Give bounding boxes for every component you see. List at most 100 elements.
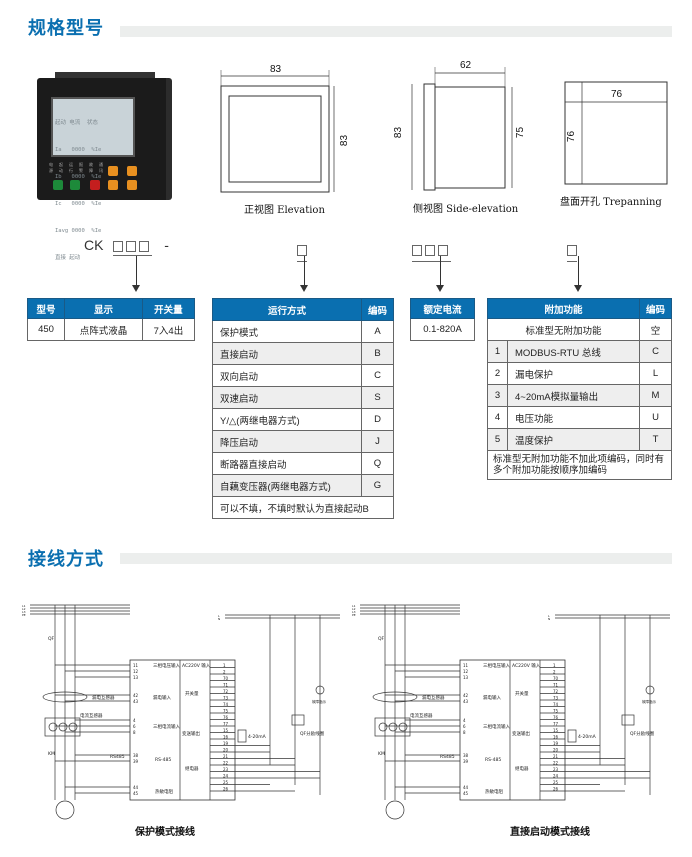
led-label: 电源 (49, 162, 53, 173)
terminal-label: 19 (553, 741, 559, 746)
right-arrow-button[interactable] (127, 166, 137, 176)
line-label: L3 (22, 610, 26, 614)
line-label: N (548, 617, 550, 621)
menu-button[interactable] (127, 180, 137, 190)
terminal-label: 26 (223, 787, 229, 792)
th: 显示 (64, 298, 143, 319)
ct-icon (44, 717, 81, 737)
terminal-label: 74 (553, 702, 559, 707)
th: 编码 (639, 298, 672, 319)
extra-code: M (639, 384, 672, 407)
voltage-input-label: 三相电压输入 (153, 662, 180, 669)
code-box-mode (297, 245, 307, 256)
terminal-label: 72 (553, 689, 559, 694)
ct-coil-icon (48, 722, 58, 732)
terminal-label: 13 (463, 675, 469, 680)
current-input-label: 三相电流输入 (483, 723, 510, 730)
ac-input-label: AC220V 输入 (182, 662, 211, 669)
stop-button[interactable] (90, 180, 100, 190)
terminal-label: 24 (553, 774, 559, 779)
start-button-2[interactable] (70, 180, 80, 190)
terminal-label: 38 (463, 753, 469, 758)
cell: 0.1-820A (410, 318, 475, 341)
extra-index: 5 (487, 428, 508, 451)
rs485-ext-label: RS485 (440, 754, 455, 760)
mode-name: Y/△(两继电器方式) (212, 408, 362, 431)
lcd-line: 起动 电流 状态 (55, 120, 98, 126)
terminal-label: 6 (133, 724, 136, 729)
terminal-label: 25 (553, 780, 559, 785)
wiring-caption-protection: 保护模式接线 (135, 827, 195, 838)
ct-label: 电流互感器 (410, 712, 433, 719)
terminal-label: 71 (553, 683, 559, 688)
terminal-label: 12 (133, 669, 139, 674)
ma-load-icon (237, 729, 247, 743)
terminal-label: 16 (553, 735, 559, 740)
relay-label: 继电器 (185, 765, 199, 772)
elevation-width: 83 (270, 64, 282, 75)
line-label: L1 (22, 604, 26, 608)
terminal-label: 15 (223, 728, 229, 733)
mode-note: 可以不填，不填时默认为直接起动B (212, 496, 394, 519)
controller-module (129, 659, 236, 801)
terminal-label: 21 (553, 754, 559, 759)
terminal-label: 16 (223, 735, 229, 740)
ct-coil-icon (378, 722, 388, 732)
arrow-model (132, 256, 140, 292)
lamp-icon (645, 685, 655, 695)
rs485-label: RS-485 (485, 757, 501, 763)
terminal-label: 76 (223, 715, 229, 720)
extra-code: U (639, 406, 672, 429)
terminal-label: 2 (553, 670, 556, 675)
elevation-height: 83 (339, 134, 351, 147)
terminal-label: 39 (133, 759, 139, 764)
mode-code: G (361, 474, 394, 497)
terminal-label: 4 (463, 718, 466, 723)
cell: 7入4出 (141, 318, 196, 341)
qf-label: QF (378, 636, 385, 642)
terminal-label: 12 (463, 669, 469, 674)
reset-button[interactable] (108, 180, 118, 190)
terminal-label: 15 (553, 728, 559, 733)
cell: 450 (26, 318, 66, 341)
leakage-ct-icon (372, 691, 418, 703)
terminal-label: 1 (553, 663, 556, 668)
th: 编码 (361, 298, 394, 321)
current-input-label: 三相电流输入 (153, 723, 180, 730)
terminal-label: 8 (463, 730, 466, 735)
line-label: L (548, 614, 550, 618)
analog-label: 变送输出 (512, 730, 530, 737)
controller-module (459, 659, 566, 801)
thermistor-label: 热敏电阻 (155, 788, 173, 795)
mode-name: 双速启动 (212, 386, 362, 409)
line-label: L2 (352, 607, 356, 611)
elevation-caption: 正视图 Elevation (244, 205, 325, 216)
section-divider (120, 26, 672, 37)
motor-icon (385, 800, 405, 820)
leak-ct-label: 漏电互感器 (92, 694, 115, 701)
ct-label: 电流互感器 (80, 712, 103, 719)
terminal-label: 20 (553, 748, 559, 753)
start-button-1[interactable] (53, 180, 63, 190)
terminal-label: 8 (133, 730, 136, 735)
terminal-label: 22 (553, 761, 559, 766)
led-label: 起动 (59, 162, 63, 173)
terminal-label: 11 (133, 663, 139, 668)
qf-label: QF (48, 636, 55, 642)
terminal-label: 77 (223, 722, 229, 727)
terminal-label: 26 (553, 787, 559, 792)
terminal-label: 23 (223, 767, 229, 772)
th: 型号 (26, 298, 66, 319)
cell: 空 (639, 318, 672, 341)
leakage-ct-icon (42, 691, 88, 703)
side-caption: 侧视图 Side-elevation (413, 204, 519, 215)
side-body-height: 75 (515, 126, 527, 139)
th: 运行方式 (212, 298, 362, 321)
cell: 标准型无附加功能 (487, 318, 640, 341)
left-arrow-button[interactable] (108, 166, 118, 176)
